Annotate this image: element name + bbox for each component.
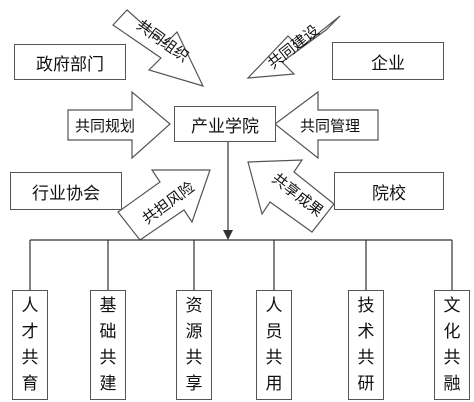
down-arrowhead	[223, 230, 233, 240]
bottom-box-char: 共	[99, 348, 117, 368]
bottom-box-char: 建	[99, 374, 117, 394]
bottom-box-char: 资	[185, 296, 203, 316]
bottom-box-char: 人	[21, 296, 39, 316]
bottom-box-char: 才	[21, 322, 39, 342]
bottom-box-char: 术	[357, 322, 375, 342]
bottom-box-char: 员	[265, 322, 283, 342]
bottom-box-3: 资源共享	[176, 290, 212, 400]
label-co-manage: 共同管理	[299, 117, 360, 135]
bottom-box-char: 共	[185, 348, 203, 368]
bottom-box-char: 共	[443, 348, 461, 368]
bottom-box-char: 融	[443, 374, 461, 394]
bottom-box-char: 共	[265, 348, 283, 368]
bottom-box-char: 用	[265, 374, 283, 394]
bottom-box-char: 文	[443, 296, 461, 316]
arrow-co-build	[246, 15, 341, 79]
bottom-box-char: 共	[21, 348, 39, 368]
bottom-box-4: 人员共用	[256, 290, 292, 400]
arrow-co-risk	[117, 169, 211, 241]
bottom-box-2: 基础共建	[90, 290, 126, 400]
bottom-box-6: 文化共融	[434, 290, 470, 400]
arrow-co-share	[247, 159, 335, 233]
bottom-box-char: 基	[99, 296, 117, 316]
bottom-box-char: 人	[265, 296, 283, 316]
node-center: 产业学院	[174, 106, 276, 142]
bottom-box-5: 技术共研	[348, 290, 384, 400]
arrow-co-plan	[67, 90, 171, 160]
bottom-box-char: 研	[357, 374, 375, 394]
bottom-box-char: 育	[21, 374, 39, 394]
node-school: 院校	[334, 172, 444, 210]
bottom-box-1: 人才共育	[12, 290, 48, 400]
bottom-box-char: 源	[185, 322, 203, 342]
node-enterprise: 企业	[332, 42, 444, 80]
bottom-box-char: 化	[443, 322, 461, 342]
bottom-box-char: 享	[185, 374, 203, 394]
bottom-box-char: 础	[99, 322, 117, 342]
arrow-co-organize	[112, 9, 205, 87]
bottom-box-char: 技	[357, 296, 375, 316]
node-association: 行业协会	[10, 172, 122, 210]
arrow-co-manage	[274, 90, 379, 160]
node-government: 政府部门	[14, 44, 126, 80]
label-co-plan: 共同规划	[74, 117, 135, 135]
bottom-box-char: 共	[357, 348, 375, 368]
